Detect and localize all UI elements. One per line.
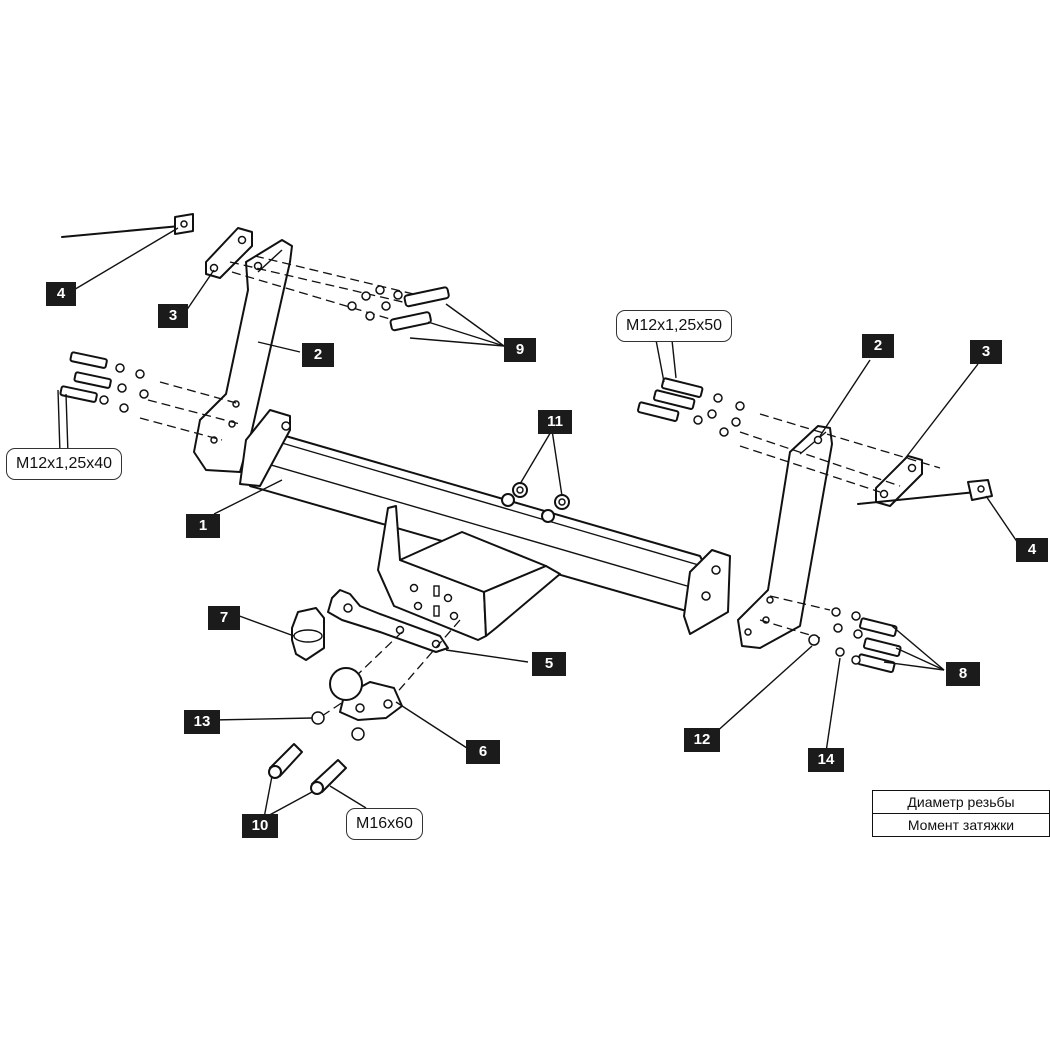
tow-ball — [329, 667, 403, 721]
part-tag-14: 14 — [808, 748, 844, 772]
part-tag-11: 11 — [538, 410, 572, 434]
callout-bolt-m12-50: M12x1,25x50 — [616, 310, 733, 342]
part-tag-6: 6 — [466, 740, 500, 764]
part-tag-8: 8 — [946, 662, 980, 686]
callout-bolt-m16-60: M16x60 — [346, 808, 423, 840]
leader-lines — [57, 227, 1021, 819]
right-side-arm — [737, 425, 833, 649]
legend-thread-diameter: Диаметр резьбы — [907, 794, 1015, 810]
part-tag-4-right: 4 — [1016, 538, 1048, 562]
ball-dashed-lines — [321, 619, 461, 717]
right-lower-bolts — [808, 607, 902, 673]
part-tag-3-left: 3 — [158, 304, 188, 328]
right-wiring-rod — [857, 479, 993, 505]
part-tag-3-right: 3 — [970, 340, 1002, 364]
ball-cap — [291, 607, 325, 661]
part-tag-4-left: 4 — [46, 282, 76, 306]
part-tag-5: 5 — [532, 652, 566, 676]
part-tag-7: 7 — [208, 606, 240, 630]
part-tag-2-right: 2 — [862, 334, 894, 358]
part-tag-9: 9 — [504, 338, 536, 362]
nuts-part-11 — [501, 482, 570, 523]
left-upper-bolts — [347, 285, 450, 332]
legend-tightening-torque: Момент затяжки — [873, 813, 1049, 836]
part-tag-1: 1 — [186, 514, 220, 538]
legend-table: Диаметр резьбы Момент затяжки — [872, 790, 1050, 837]
part-tag-10: 10 — [242, 814, 278, 838]
left-lower-bolts — [59, 351, 149, 413]
ball-bolts — [268, 711, 365, 795]
part-tag-12: 12 — [684, 728, 720, 752]
part-tag-13: 13 — [184, 710, 220, 734]
left-small-plate — [205, 227, 253, 279]
left-wiring-rod — [61, 213, 194, 238]
right-upper-bolts — [637, 377, 745, 437]
part-tag-2-left: 2 — [302, 343, 334, 367]
right-dashed-lines — [739, 413, 941, 639]
central-mounting-box — [377, 505, 561, 641]
callout-bolt-m12-40: M12x1,25x40 — [6, 448, 123, 480]
left-side-arm — [193, 239, 293, 473]
main-crossbar — [239, 409, 731, 635]
